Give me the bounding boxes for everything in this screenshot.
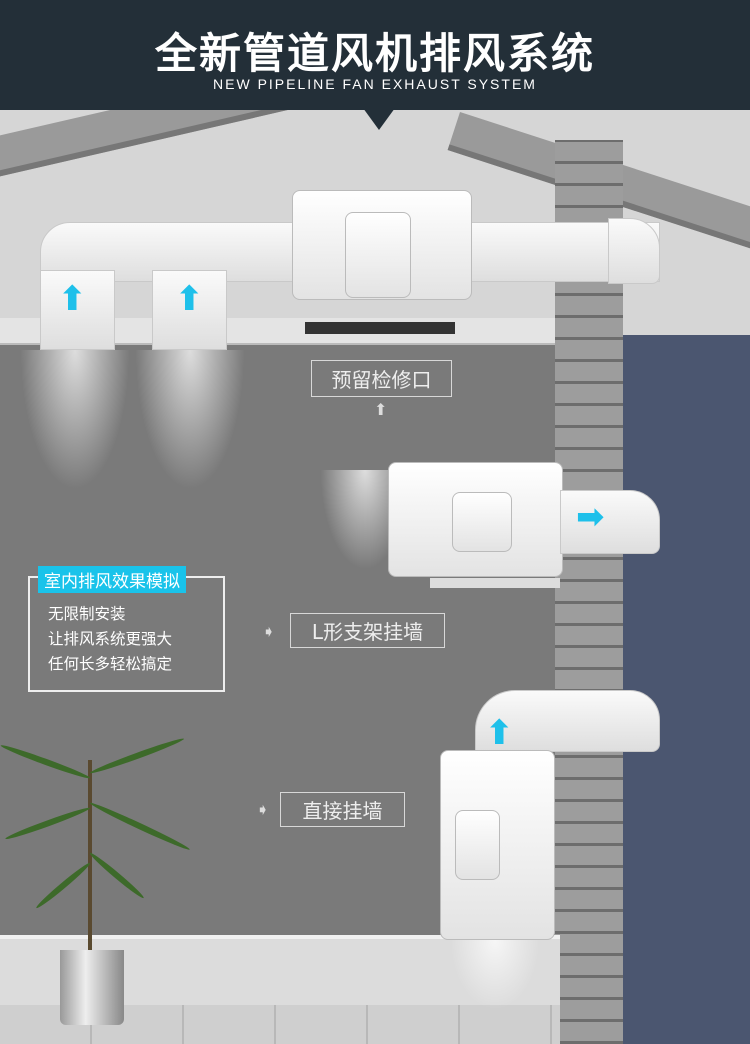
- right-pointer-icon: ➧: [256, 800, 270, 819]
- page-subtitle: NEW PIPELINE FAN EXHAUST SYSTEM: [213, 76, 537, 92]
- up-arrow-icon: ⬆: [58, 279, 87, 319]
- airflow-spray: [450, 940, 540, 1010]
- info-line: 任何长多轻松搞定: [48, 655, 173, 673]
- brick-wall: [555, 140, 623, 1044]
- header-notch: [363, 108, 395, 130]
- direct-wall-label: 直接挂墙: [280, 792, 405, 827]
- airflow-spray: [135, 350, 245, 490]
- airflow-spray: [20, 350, 130, 490]
- fan-junction-box: [455, 810, 500, 880]
- exhaust-hood-2: [560, 490, 660, 554]
- l-bracket: [430, 578, 560, 588]
- info-title: 室内排风效果模拟: [38, 566, 186, 593]
- exhaust-hood-1: [608, 218, 660, 284]
- access-port-label: 预留检修口: [311, 360, 452, 397]
- l-bracket-label: L形支架挂墙: [290, 613, 445, 648]
- page-title: 全新管道风机排风系统: [154, 29, 595, 78]
- info-line: 无限制安装: [48, 605, 126, 623]
- fan-junction-box: [345, 212, 411, 298]
- duct-drop-1: [40, 270, 115, 350]
- up-arrow-icon: ⬆: [175, 279, 204, 319]
- info-line: 让排风系统更强大: [48, 630, 173, 648]
- right-pointer-icon: ➧: [262, 622, 276, 641]
- up-arrow-icon: ⬆: [485, 713, 514, 753]
- elbow-duct: [475, 690, 660, 752]
- header-banner: 全新管道风机排风系统 NEW PIPELINE FAN EXHAUST SYST…: [0, 0, 750, 110]
- plant-pot: [60, 950, 124, 1025]
- duct-drop-2: [152, 270, 227, 350]
- fan-junction-box: [452, 492, 512, 552]
- plant-stem: [88, 760, 92, 955]
- access-port-opening: [305, 322, 455, 334]
- up-pointer-icon: ⬆: [374, 400, 388, 419]
- right-arrow-icon: ➡: [576, 497, 605, 537]
- exterior-wall: [623, 335, 750, 1044]
